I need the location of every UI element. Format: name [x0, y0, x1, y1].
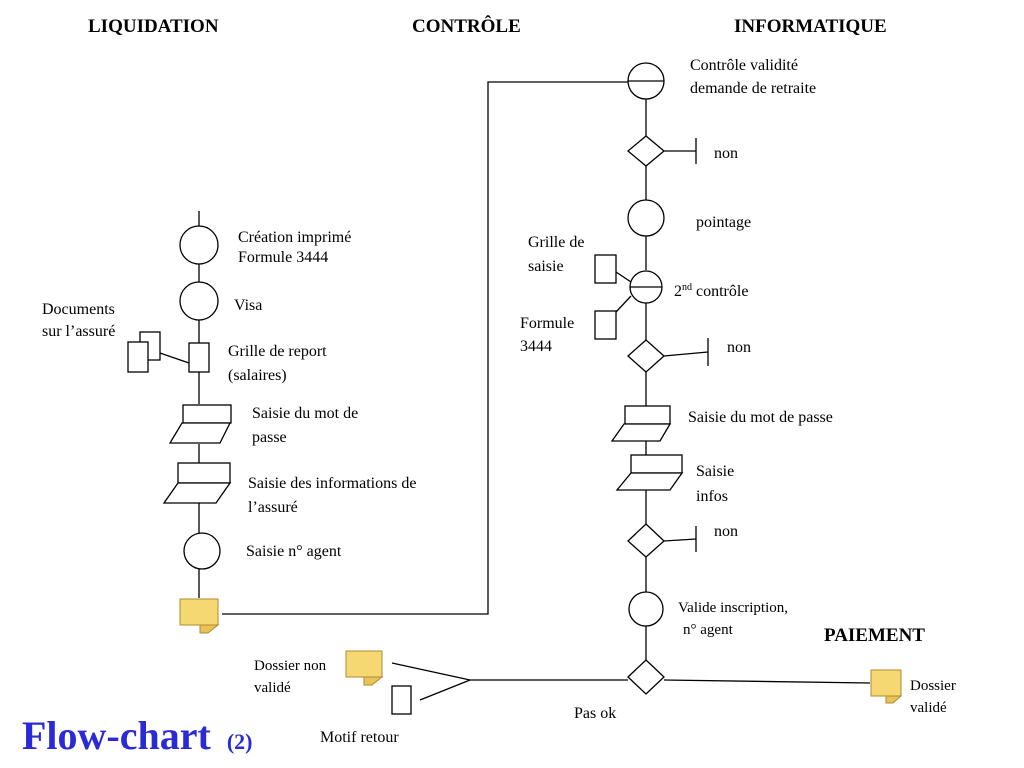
- grille-report-box: [188, 342, 210, 373]
- dossier-left-note-icon: [179, 598, 220, 634]
- second-controle-node: [629, 270, 663, 304]
- dossier-valide-label-1: Dossier: [910, 678, 956, 694]
- grille-saisie-label-2: saisie: [528, 258, 564, 275]
- saisie-infos-right-node: [615, 454, 684, 491]
- non-label-2: non: [727, 339, 751, 356]
- visa-node: [179, 281, 219, 321]
- slide-title: Flow-chart (2): [22, 712, 252, 759]
- valide-label-1: Valide inscription,: [678, 600, 788, 616]
- saisie-infos-label-1: Saisie: [696, 463, 734, 480]
- pointage-label: pointage: [696, 214, 751, 231]
- documents-box-front: [127, 341, 149, 373]
- header-liquidation: LIQUIDATION: [88, 16, 219, 37]
- documents-label-2: sur l’assuré: [42, 323, 115, 340]
- creation-label-1: Création imprimé: [238, 229, 351, 246]
- decision-final: [627, 659, 665, 695]
- header-paiement: PAIEMENT: [824, 625, 925, 646]
- grille-saisie-box: [594, 254, 617, 284]
- saisie-agent-node: [183, 532, 221, 570]
- slide-title-main: Flow-chart: [22, 713, 211, 758]
- saisie-infos-label-2: infos: [696, 488, 728, 505]
- saisie-info-label-2: l’assuré: [248, 499, 298, 516]
- header-controle: CONTRÔLE: [412, 15, 521, 37]
- saisie-mdp-right-node: [610, 405, 672, 442]
- saisie-info-label-1: Saisie des informations de: [248, 475, 416, 492]
- grille-report-label-1: Grille de report: [228, 343, 327, 360]
- non-label-1: non: [714, 145, 738, 162]
- motif-retour-box: [391, 685, 412, 715]
- decision-1: [626, 135, 666, 167]
- documents-label-1: Documents: [42, 301, 115, 318]
- pointage-node: [627, 199, 665, 237]
- valide-inscription-node: [628, 591, 664, 627]
- formule-label-1: Formule: [520, 315, 574, 332]
- saisie-mdp-left-label-2: passe: [252, 429, 287, 446]
- saisie-mdp-left-node: [168, 404, 232, 444]
- second-controle-label: 2nd contrôle: [674, 282, 748, 300]
- slide-title-number: (2): [226, 729, 253, 754]
- dossier-non-label-1: Dossier non: [254, 658, 327, 674]
- creation-imprime-node: [179, 225, 219, 265]
- dossier-non-label-2: validé: [254, 680, 291, 696]
- dossier-non-valide-note-icon: [345, 650, 384, 686]
- visa-label: Visa: [234, 297, 262, 314]
- pas-ok-label: Pas ok: [574, 705, 616, 722]
- saisie-agent-label: Saisie n° agent: [246, 543, 342, 560]
- valide-label-2: n° agent: [683, 622, 734, 638]
- formule-box: [594, 310, 617, 340]
- motif-retour-label: Motif retour: [320, 729, 399, 746]
- saisie-info-left-node: [162, 462, 232, 504]
- header-informatique: INFORMATIQUE: [734, 16, 887, 37]
- formule-label-2: 3444: [520, 338, 552, 355]
- dossier-valide-label-2: validé: [910, 700, 947, 716]
- non-label-3: non: [714, 523, 738, 540]
- grille-saisie-label-1: Grille de: [528, 234, 584, 251]
- controle-validite-node: [627, 62, 665, 100]
- dossier-valide-note-icon: [870, 669, 903, 704]
- controle-validite-label-2: demande de retraite: [690, 80, 816, 97]
- left-flow-lines: [159, 81, 628, 615]
- decision-2: [627, 339, 665, 373]
- right-flow-lines: [391, 99, 871, 701]
- creation-label-2: Formule 3444: [238, 249, 328, 266]
- decision-3: [627, 523, 665, 558]
- grille-report-label-2: (salaires): [228, 367, 287, 384]
- controle-validite-label-1: Contrôle validité: [690, 57, 798, 74]
- saisie-mdp-right-label: Saisie du mot de passe: [688, 409, 833, 426]
- saisie-mdp-left-label-1: Saisie du mot de: [252, 405, 358, 422]
